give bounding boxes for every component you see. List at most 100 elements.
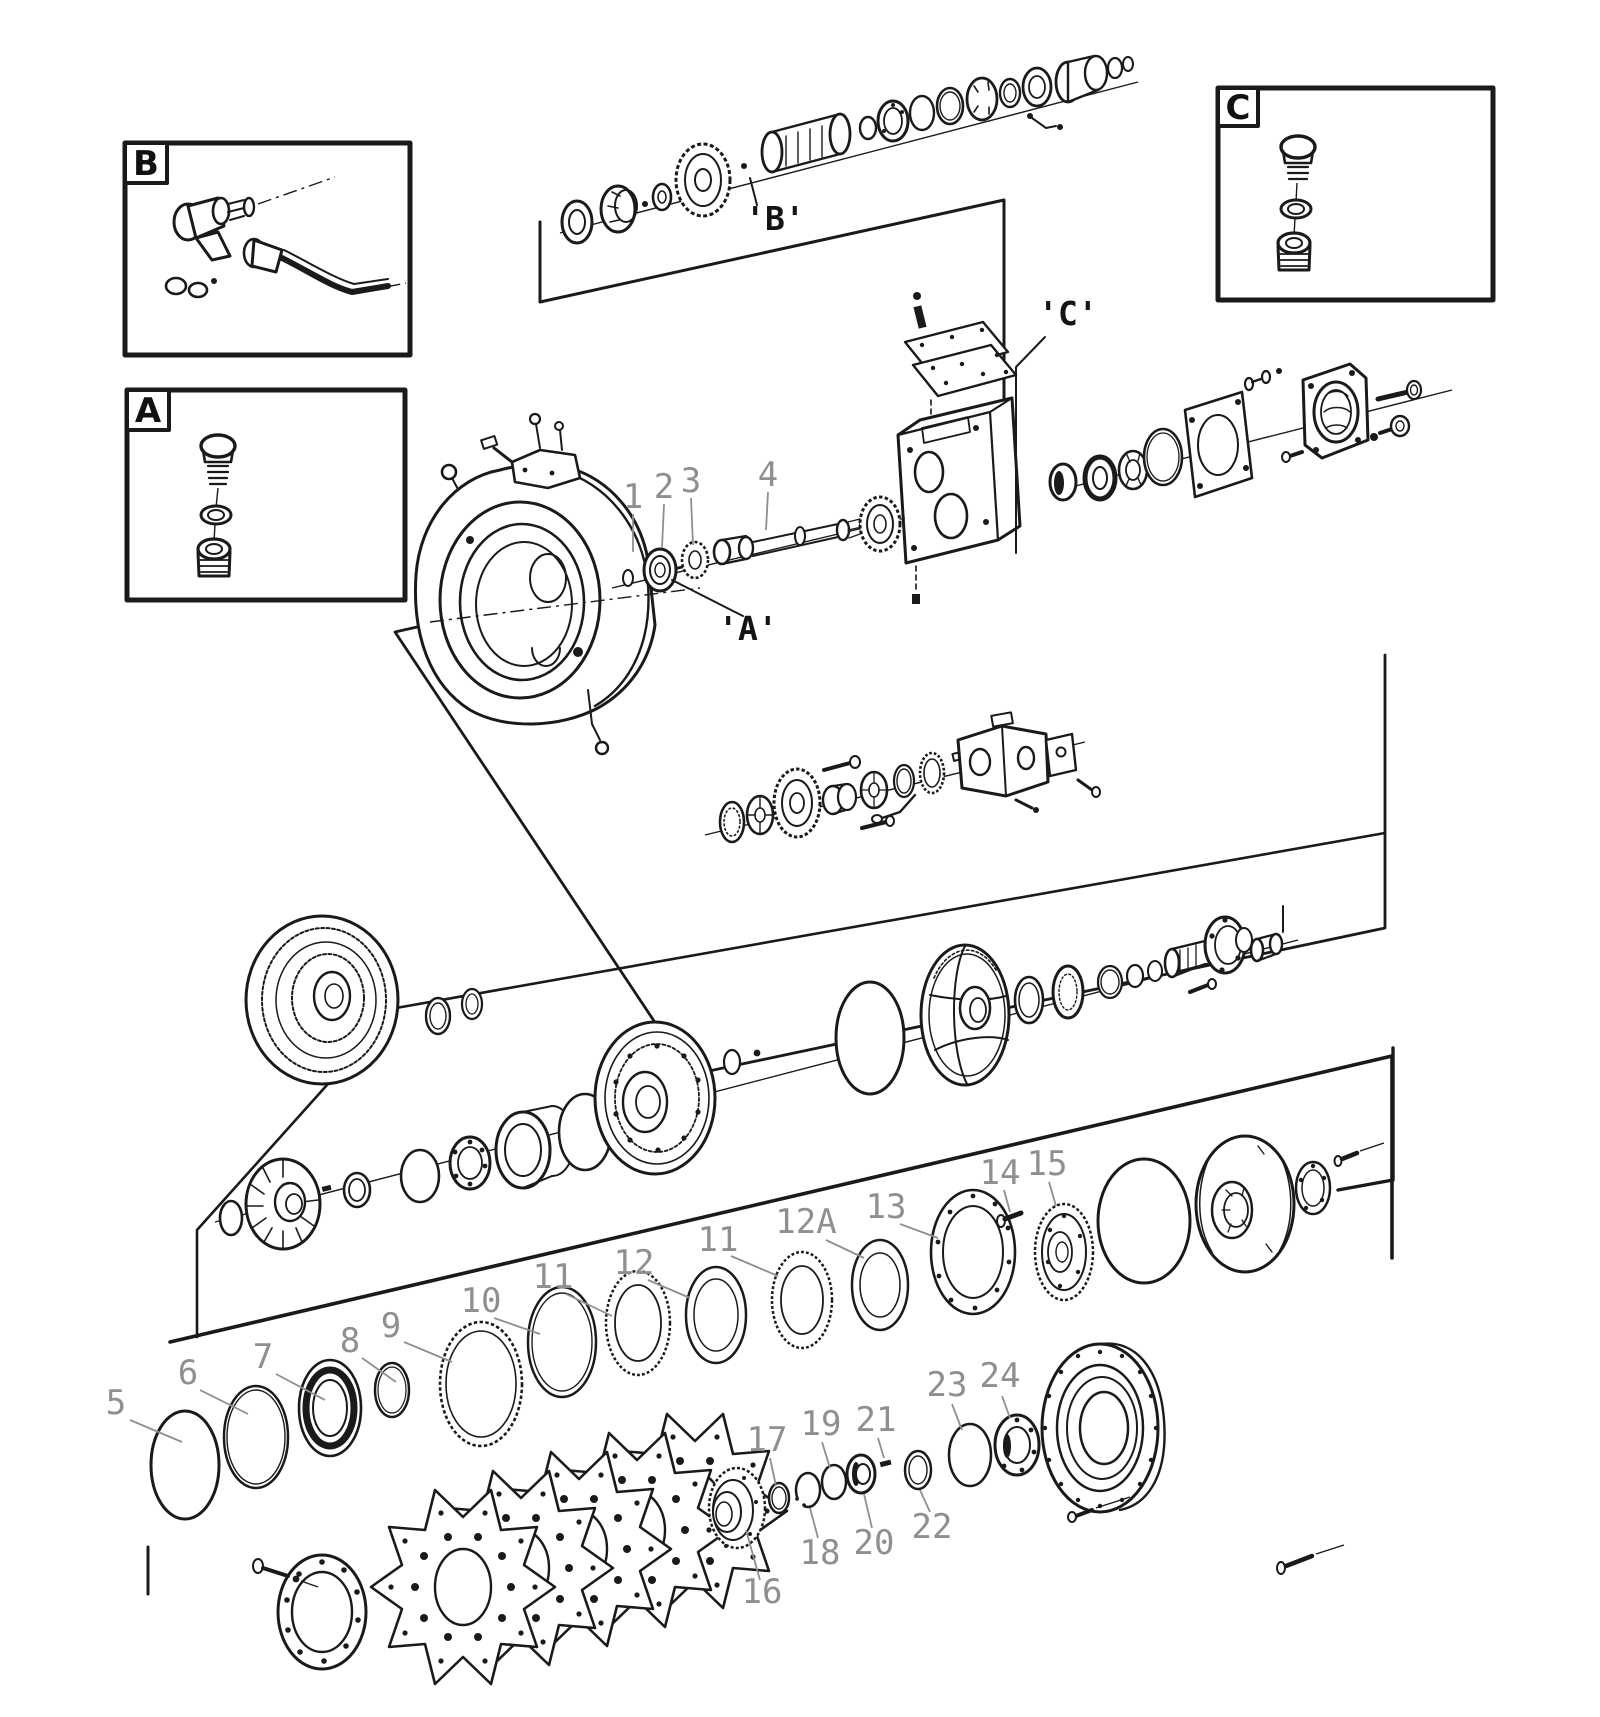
part-number-label: 12 [614,1243,655,1283]
part-number-label: 10 [461,1281,502,1321]
inset-box-c [1215,85,1496,303]
yoke-end [1054,54,1134,104]
o-ring-5 [149,1409,221,1521]
section-callout-label: 'A' [718,609,778,648]
large-o-ring [1096,1157,1192,1285]
part-number-label: 16 [742,1572,783,1612]
part-number-label: 17 [747,1420,788,1460]
bearing-cone [599,184,637,234]
shift-valve [480,412,582,490]
panel-converter [195,831,1387,1339]
inset-b-letter: B [133,144,159,184]
inset-a-label-box [125,388,171,432]
part-number-label: 4 [758,455,778,495]
converter-housing [413,412,701,756]
small-flange [1294,1160,1332,1216]
part-number-label: 22 [912,1507,953,1547]
part-1-washer [622,569,634,587]
hub-gear-16 [707,1466,767,1550]
geared-hub-15 [1033,1202,1095,1302]
toothed-ring-9 [438,1320,524,1448]
section-callout-label: 'B' [745,199,805,238]
part-number-label: 13 [866,1187,907,1227]
inset-c-letter: C [1226,88,1251,128]
clutch-pack-rings [149,1134,1385,1521]
inset-box-a [124,387,408,603]
rear-cover-assembly [1048,362,1453,502]
plug-bolt-art [196,433,237,578]
part-number-label: 5 [106,1383,126,1423]
part-number-label: 19 [801,1404,842,1444]
friction-disc-11b [770,1250,834,1350]
part-number-label: 18 [800,1533,841,1573]
part-number-label: 24 [980,1356,1021,1396]
inset-box-b [122,140,413,358]
part-number-label: 15 [1027,1144,1068,1184]
steel-disc-12 [684,1265,748,1365]
inset-a-letter: A [135,391,162,431]
part-number-label: 6 [178,1353,198,1393]
backing-plate-13 [929,1188,1017,1316]
ball-bearing [448,1135,492,1191]
o-ring-19 [820,1463,848,1501]
turbine-wheel [919,943,1011,1087]
valve-body [896,396,1022,565]
impeller-pump-wheel [1194,1134,1296,1274]
pump-gear [772,767,822,839]
o-ring-8 [373,1361,411,1419]
part-number-label: 23 [927,1365,968,1405]
inset-b-label-box [123,141,169,185]
bolt-bottom-right [1276,1544,1345,1575]
bearing-20 [845,1453,877,1495]
part-3-gear [680,540,710,580]
section-callout-label: 'C' [1038,294,1098,333]
panel-valve-body [538,198,1006,460]
ring-10 [526,1285,598,1399]
part-number-label: 1 [623,477,643,517]
rear-cover-plate [1301,362,1370,460]
friction-disc-11a [604,1269,672,1377]
snap-ring-18 [794,1471,822,1509]
plug-bolt-art-c [1276,134,1317,272]
o-ring [1142,427,1184,487]
part-number-label: 14 [980,1153,1021,1193]
callout-a-leader [671,579,744,617]
part-number-label: 8 [340,1321,360,1361]
bearing-ring-7 [297,1358,363,1458]
part-number-label: 2 [654,467,674,507]
output-flange-shaft [1163,915,1253,994]
hose-fitting-art [164,176,407,299]
o-ring [399,1148,441,1204]
panel-clutch-top [168,1054,1394,1344]
part-number-label: 3 [681,461,701,501]
part-number-label: 11 [698,1220,739,1260]
hydraulic-pump [956,711,1101,813]
output-drum-row [707,1342,1345,1575]
part-number-label: 11 [533,1257,574,1297]
part-number-label: 21 [856,1400,897,1440]
input-shaft-assembly [559,54,1139,245]
panel-converter-right [1336,1046,1395,1192]
part-4-shaft [712,517,870,566]
part-number-label: 20 [854,1523,895,1563]
part-2-bearing [642,547,678,593]
seal-ring [342,1171,372,1209]
bolt-right [1333,1142,1385,1167]
splined-hub [760,112,852,174]
part-number-leaders [129,491,1057,1581]
gasket-plate [1183,390,1254,499]
front-cover [593,1020,717,1176]
clutch-plate-stack [252,1412,789,1686]
bearing-24 [993,1413,1041,1477]
pilot-cap [1249,905,1284,963]
input-seal-row [611,495,906,617]
charging-pump-assembly [704,711,1101,844]
clutch-hub-drum [494,1105,576,1190]
flange-bolt [252,1558,319,1588]
torque-converter-row [214,905,1299,1251]
part-number-label: 7 [253,1337,273,1377]
pin-21 [879,1459,892,1468]
control-valve-group [896,292,1046,604]
